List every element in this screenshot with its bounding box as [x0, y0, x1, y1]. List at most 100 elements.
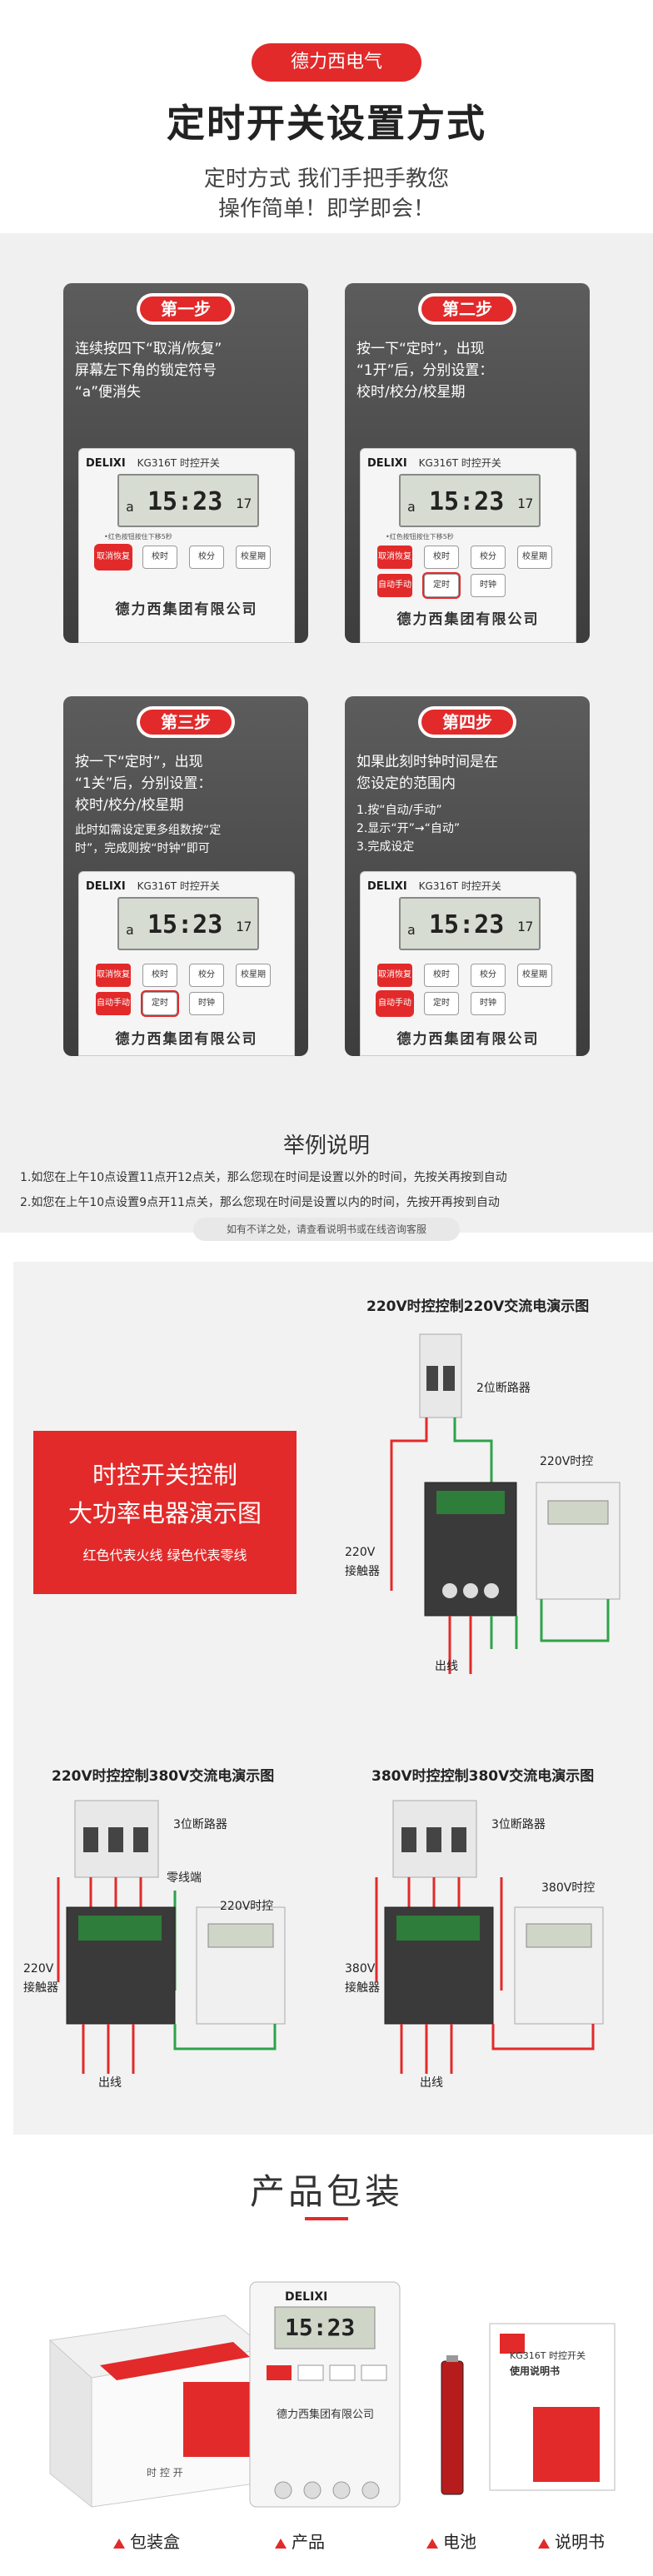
set-hour-button[interactable]: 校时 — [142, 964, 177, 987]
example-line-1: 1.如您在上午10点设置11点开12点关，那么您现在时间是设置以外的时间，先按关… — [20, 1171, 507, 1184]
set-hour-button[interactable]: 校时 — [142, 546, 177, 569]
device-model: KG316T — [418, 457, 459, 469]
step-card-4: 第四步 如果此刻时钟时间是在 您设定的范围内 1.按“自动/手动” 2.显示“开… — [345, 696, 590, 1056]
out-line-label: 出线 — [420, 2076, 443, 2090]
device-model: KG316T — [418, 880, 459, 892]
product-lcd-time: 15:23 — [285, 2314, 356, 2341]
contactor-label: 接触器 — [345, 1565, 380, 1578]
wiring-diagram-2 — [57, 1800, 286, 2074]
contactor-label: 380V — [345, 1962, 376, 1976]
timer-label: 220V时控 — [540, 1455, 594, 1468]
contactor-label: 接触器 — [345, 1981, 380, 1995]
set-minute-button[interactable]: 校分 — [189, 546, 224, 569]
auto-manual-button[interactable]: 自动手动 — [377, 574, 412, 597]
auto-manual-button[interactable]: 自动手动 — [377, 992, 412, 1015]
wiring-diagram-1 — [390, 1333, 621, 1674]
step-text: 连续按四下“取消/恢复” 屏幕左下角的锁定符号 “a”便消失 — [75, 338, 300, 403]
diagram-2-title: 220V时控控制380V交流电演示图 — [52, 1768, 275, 1785]
step-line: 如果此刻时钟时间是在 — [356, 754, 498, 770]
label-manual: 说明书 — [538, 2529, 605, 2553]
set-week-button[interactable]: 校星期 — [236, 546, 271, 569]
step-card-3: 第三步 按一下“定时”，出现 “1关”后，分别设置： 校时/校分/校星期 此时如… — [63, 696, 308, 1056]
step-line: 连续按四下“取消/恢复” — [75, 341, 222, 357]
product-company: 德力西集团有限公司 — [277, 2409, 375, 2421]
clock-button[interactable]: 时钟 — [471, 574, 506, 597]
set-minute-button[interactable]: 校分 — [189, 964, 224, 987]
manual-title-1: KG316T 时控开关 — [510, 2350, 586, 2361]
set-hour-button[interactable]: 校时 — [424, 546, 459, 569]
set-week-button[interactable]: 校星期 — [517, 546, 552, 569]
step-card-2: 第二步 按一下“定时”，出现 “1开”后，分别设置： 校时/校分/校星期 DEL… — [345, 283, 590, 643]
step-extra-line: 1.按“自动/手动” — [356, 804, 442, 817]
step-extra-line: 2.显示“开”→“自动” — [356, 822, 461, 835]
lcd-seconds: 17 — [236, 496, 252, 511]
lock-symbol: a — [407, 922, 416, 938]
breaker-3-label: 3位断路器 — [491, 1818, 546, 1831]
set-week-button[interactable]: 校星期 — [517, 964, 552, 987]
device-brand: DELIXI — [86, 880, 126, 893]
set-minute-button[interactable]: 校分 — [471, 546, 506, 569]
cancel-restore-button[interactable]: 取消恢复 — [96, 546, 131, 569]
example-title: 举例说明 — [282, 1134, 370, 1158]
lock-symbol: a — [126, 922, 134, 938]
step-line: “a”便消失 — [75, 384, 142, 401]
timer-button[interactable]: 定时 — [142, 992, 177, 1015]
device-company: 德力西集团有限公司 — [115, 1031, 258, 1048]
device-hint: •红色按钮按住下移5秒 — [386, 533, 454, 541]
device-hint: •红色按钮按住下移5秒 — [104, 533, 172, 541]
manual-title-2: 使用说明书 — [510, 2365, 561, 2377]
set-minute-button[interactable]: 校分 — [471, 964, 506, 987]
title-underline — [305, 2217, 348, 2220]
set-week-button[interactable]: 校星期 — [236, 964, 271, 987]
step-extra-line: 3.完成设定 — [356, 840, 415, 854]
lcd-time: 15:23 — [147, 910, 223, 939]
box-line-3: 红色代表火线 绿色代表零线 — [82, 1547, 247, 1563]
lcd-seconds: 17 — [517, 919, 534, 934]
device-brand: DELIXI — [367, 880, 407, 893]
breaker-2-label: 2位断路器 — [476, 1382, 531, 1395]
timer-label: 380V时控 — [541, 1881, 596, 1895]
set-hour-button[interactable]: 校时 — [424, 964, 459, 987]
step-label: 第三步 — [140, 710, 232, 735]
step-label: 第二步 — [421, 296, 513, 321]
cancel-restore-button[interactable]: 取消恢复 — [377, 964, 412, 987]
step-line: 按一下“定时”，出现 — [75, 754, 203, 770]
cancel-restore-button[interactable]: 取消恢复 — [377, 546, 412, 569]
timer-button[interactable]: 定时 — [424, 992, 459, 1015]
step-line: “1开”后，分别设置： — [356, 362, 494, 379]
label-product: 产品 — [275, 2529, 325, 2553]
packaging-illustration — [48, 2281, 616, 2509]
clock-button[interactable]: 时钟 — [471, 992, 506, 1015]
step-label: 第四步 — [421, 710, 513, 735]
timer-label: 220V时控 — [220, 1900, 274, 1913]
diagram-3-title: 380V时控控制380V交流电演示图 — [371, 1768, 595, 1785]
device-name: 时控开关 — [179, 457, 220, 469]
page-title: 定时开关设置方式 — [167, 101, 486, 146]
step-line: 屏幕左下角的锁定符号 — [75, 362, 217, 379]
step-extra-line: 时”，完成则按“时钟”即可 — [75, 842, 210, 855]
subtitle-2: 操作简单！即学即会！ — [217, 197, 435, 222]
zero-line-label: 零线端 — [167, 1871, 202, 1885]
lcd-time: 15:23 — [147, 487, 223, 516]
contactor-label: 220V — [345, 1546, 376, 1559]
device-name: 时控开关 — [461, 457, 501, 469]
subtitle-1: 定时方式 我们手把手教您 — [203, 167, 450, 192]
label-battery: 电池 — [426, 2529, 476, 2553]
timer-button[interactable]: 定时 — [424, 574, 459, 597]
clock-button[interactable]: 时钟 — [189, 992, 224, 1015]
breaker-3-label: 3位断路器 — [173, 1818, 227, 1831]
diagram-1-title: 220V时控控制220V交流电演示图 — [366, 1298, 590, 1315]
device-company: 德力西集团有限公司 — [396, 611, 540, 628]
lock-symbol: a — [407, 499, 416, 515]
product-brand: DELIXI — [285, 2290, 328, 2304]
device-brand: DELIXI — [86, 457, 126, 470]
step-extra-line: 此时如需设定更多组数按“定 — [75, 824, 222, 837]
cancel-restore-button[interactable]: 取消恢复 — [96, 964, 131, 987]
device-buttons: 取消恢复 校时 校分 校星期 — [96, 546, 279, 571]
auto-manual-button[interactable]: 自动手动 — [96, 992, 131, 1015]
